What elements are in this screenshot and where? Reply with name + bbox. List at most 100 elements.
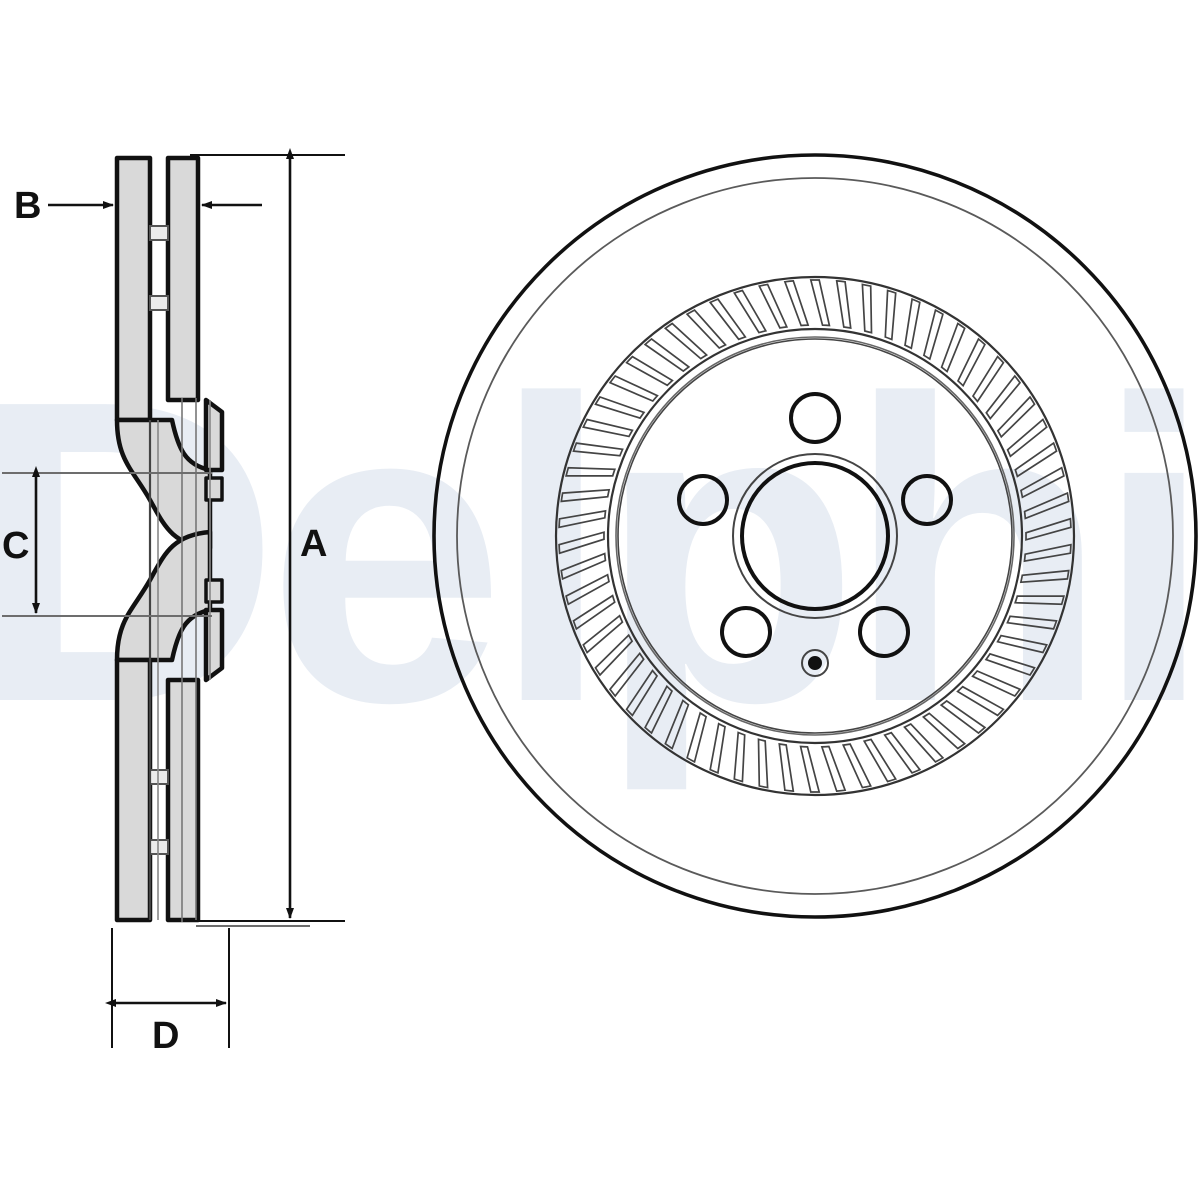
- section-inner-plate-upper: [165, 155, 201, 403]
- cooling-vane: [903, 722, 945, 763]
- cooling-vane: [984, 652, 1036, 677]
- cooling-vane: [608, 651, 645, 698]
- bolt-hole: [789, 392, 841, 444]
- section-flange-lower: [203, 607, 225, 683]
- section-flange-upper-lower: [204, 476, 224, 502]
- cooling-vane: [1023, 491, 1070, 520]
- section-vane-bar: [149, 295, 169, 311]
- dimension-D-label: D: [152, 1015, 179, 1057]
- cooling-vanes: [558, 279, 1072, 793]
- cooling-vane: [996, 395, 1036, 439]
- bolt-hole: [720, 606, 772, 658]
- cooling-vane: [1025, 517, 1072, 541]
- cooling-vane: [686, 711, 708, 764]
- bolt-hole-circle: [677, 392, 953, 658]
- cooling-vane: [1019, 569, 1070, 584]
- cooling-vane: [1014, 441, 1058, 478]
- cooling-vane: [625, 355, 674, 387]
- cooling-vane: [820, 745, 847, 793]
- cooling-vane: [884, 289, 897, 341]
- cooling-vane: [565, 466, 616, 477]
- cooling-vane: [572, 594, 616, 631]
- dimension-B-label: B: [14, 185, 41, 227]
- cooling-vane: [922, 308, 944, 361]
- dimension-C-label: C: [2, 525, 29, 567]
- cooling-vane: [904, 297, 921, 350]
- disc-outer-edge: [432, 153, 1198, 919]
- locating-pin-inner: [808, 656, 822, 670]
- cooling-vane: [685, 309, 727, 350]
- cooling-vane: [939, 699, 987, 735]
- dimension-A-label: A: [300, 523, 327, 565]
- cooling-vane: [644, 684, 674, 735]
- cooling-vane: [883, 731, 922, 774]
- dimension-B: B: [14, 185, 262, 227]
- cooling-vane: [841, 743, 872, 789]
- cooling-vane: [582, 418, 634, 438]
- cooling-vane: [758, 283, 789, 329]
- cooling-vane: [733, 731, 746, 783]
- cooling-vane: [558, 509, 607, 529]
- vane-ring-outer-edge: [554, 275, 1076, 797]
- bolt-hole: [901, 474, 953, 526]
- cooling-vane: [1020, 466, 1065, 499]
- cooling-vane: [835, 279, 852, 330]
- cooling-vane: [956, 337, 986, 388]
- cooling-vane: [733, 289, 768, 334]
- section-vane-bar: [149, 769, 169, 785]
- vane-ring-inner-edge: [606, 327, 1024, 745]
- centre-bore-outer-ring: [732, 453, 898, 619]
- section-inner-plate-lower: [165, 677, 201, 923]
- cooling-vane: [971, 355, 1005, 403]
- locating-pin-outer: [801, 649, 829, 677]
- hub-face-outer: [617, 338, 1013, 734]
- cooling-vane: [861, 283, 873, 334]
- cooling-vane: [558, 531, 605, 555]
- cooling-vane: [560, 488, 611, 503]
- cooling-vane: [862, 738, 897, 783]
- vane-ring-inner-edge-2: [615, 336, 1015, 736]
- dimension-C: C: [2, 466, 212, 617]
- cooling-vane: [1014, 595, 1065, 606]
- section-outer-plate-lower: [114, 657, 153, 923]
- section-outer-plate-upper: [114, 155, 153, 423]
- cooling-vane: [572, 442, 624, 457]
- cooling-vane: [643, 337, 691, 373]
- cooling-vane: [582, 614, 624, 654]
- dimension-A: A: [190, 148, 345, 922]
- cooling-vane: [940, 322, 966, 373]
- cooling-vane: [921, 712, 967, 750]
- cooling-vane: [594, 395, 646, 420]
- section-vane-bar: [149, 839, 169, 855]
- front-face-view: [432, 153, 1198, 919]
- cooling-vane: [778, 742, 795, 793]
- cooling-vane: [996, 634, 1048, 654]
- cooling-vane: [783, 279, 810, 327]
- section-flange-lower-upper: [204, 578, 224, 604]
- cooling-vane: [1006, 418, 1048, 458]
- cooling-vane: [560, 552, 607, 581]
- locating-pin-hole: [801, 649, 829, 677]
- cooling-vane: [709, 722, 726, 775]
- bolt-hole: [858, 606, 910, 658]
- cooling-vane: [663, 322, 709, 360]
- centre-bore: [740, 461, 890, 611]
- cooling-vane: [757, 738, 769, 789]
- cooling-vane: [956, 685, 1005, 717]
- friction-band-inner-edge: [456, 177, 1174, 895]
- cooling-vane: [1023, 543, 1072, 563]
- cooling-vane: [625, 669, 659, 717]
- section-vane-bar: [149, 225, 169, 241]
- section-flange-upper: [203, 397, 225, 473]
- cooling-vane: [809, 279, 831, 327]
- cooling-vane: [985, 374, 1022, 421]
- cooling-vane: [799, 745, 821, 793]
- cooling-vane: [971, 669, 1022, 698]
- dimension-D: D: [105, 925, 310, 1057]
- cooling-vane: [594, 633, 634, 677]
- bolt-hole: [677, 474, 729, 526]
- cooling-vane: [565, 573, 610, 606]
- cooling-vane: [608, 374, 659, 403]
